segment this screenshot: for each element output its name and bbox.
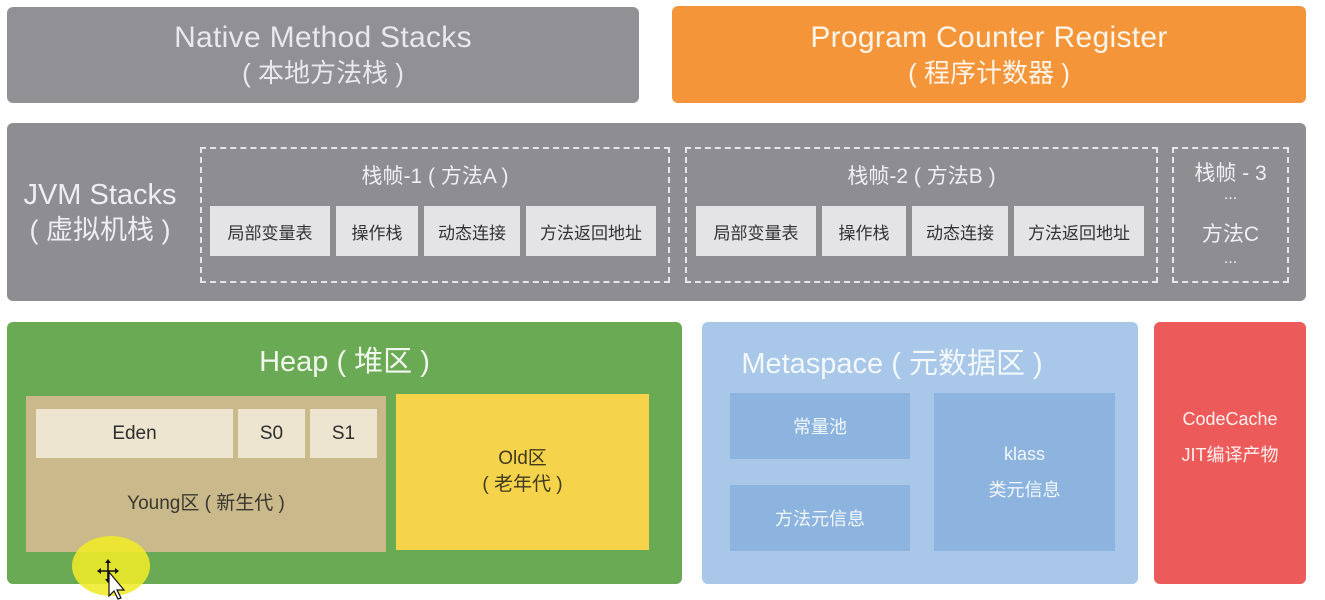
heap-title: Heap ( 堆区 ) [259, 346, 430, 378]
constant-pool: 常量池 [730, 393, 910, 459]
native-method-stacks-subtitle: ( 本地方法栈 ) [242, 58, 404, 88]
frame-1-return-address: 方法返回地址 [526, 206, 656, 256]
method-metadata: 方法元信息 [730, 485, 910, 551]
old-generation-subtitle: ( 老年代 ) [482, 474, 563, 495]
klass-label: klass [1003, 444, 1045, 464]
young-generation-label: Young区 ( 新生代 ) [127, 493, 285, 514]
code-cache-subtitle: JIT编译产物 [1181, 445, 1279, 465]
stack-frame-1-title: 栈帧-1 ( 方法A ) [361, 165, 509, 188]
survivor-s0: S0 [238, 409, 305, 458]
native-method-stacks-box: Native Method Stacks ( 本地方法栈 ) [7, 7, 639, 103]
old-generation: Old区 ( 老年代 ) [396, 394, 649, 550]
frame-2-dynamic-linking: 动态连接 [912, 206, 1008, 256]
program-counter-register-box: Program Counter Register ( 程序计数器 ) [672, 6, 1306, 103]
stack-frame-3-title: 栈帧 - 3 [1194, 162, 1267, 185]
stack-frame-2 [685, 147, 1158, 283]
eden-space: Eden [36, 409, 233, 458]
klass-meta-label: 类元信息 [988, 480, 1061, 500]
code-cache-box: CodeCache JIT编译产物 [1154, 322, 1306, 584]
jvm-stacks-label: JVM Stacks ( 虚拟机栈 ) [6, 178, 194, 248]
stack-frame-1 [200, 147, 670, 283]
stack-frame-3-method: 方法C [1201, 223, 1260, 246]
code-cache-title: CodeCache [1182, 409, 1278, 429]
frame-1-local-variables: 局部变量表 [210, 206, 330, 256]
jvm-stacks-title: JVM Stacks [23, 179, 177, 211]
move-cursor-icon [97, 559, 126, 600]
stack-frame-2-title: 栈帧-2 ( 方法B ) [847, 165, 996, 188]
native-method-stacks-title: Native Method Stacks [174, 21, 472, 54]
frame-2-local-variables: 局部变量表 [696, 206, 816, 256]
program-counter-register-title: Program Counter Register [810, 20, 1168, 54]
frame-1-operand-stack: 操作栈 [336, 206, 418, 256]
jvm-stacks-subtitle: ( 虚拟机栈 ) [29, 215, 171, 245]
survivor-s1: S1 [310, 409, 377, 458]
stack-frame-3-ellipsis-bottom: ... [1223, 250, 1238, 267]
stack-frame-3 [1172, 147, 1289, 283]
program-counter-register-subtitle: ( 程序计数器 ) [908, 57, 1070, 88]
metaspace-title: Metaspace ( 元数据区 ) [741, 348, 1043, 380]
frame-2-operand-stack: 操作栈 [822, 206, 906, 256]
frame-2-return-address: 方法返回地址 [1014, 206, 1144, 256]
klass-metadata: klass 类元信息 [934, 393, 1115, 551]
frame-1-dynamic-linking: 动态连接 [424, 206, 520, 256]
old-generation-title: Old区 [498, 448, 547, 469]
stack-frame-3-ellipsis-top: ... [1223, 186, 1238, 203]
